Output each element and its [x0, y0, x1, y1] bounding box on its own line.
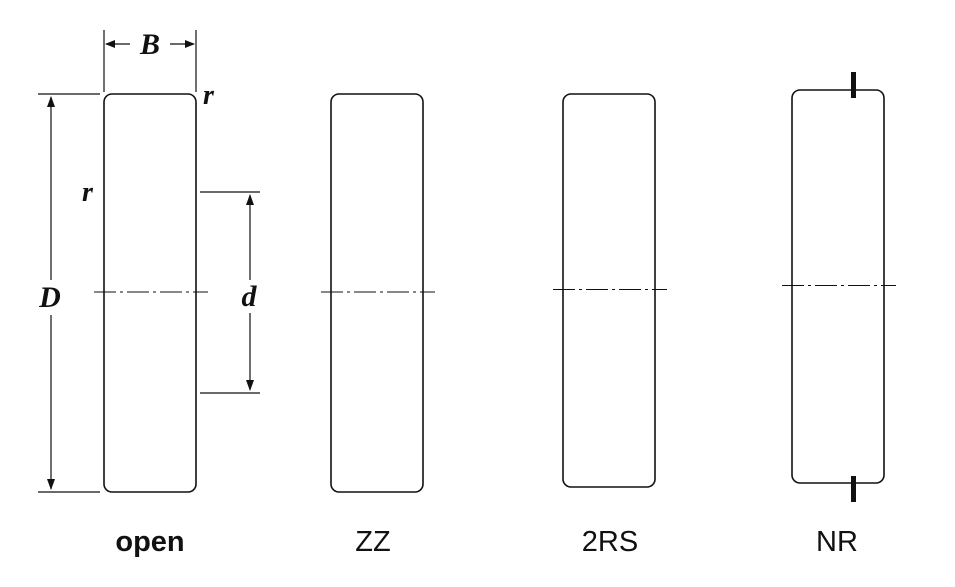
dim-label-B: B [139, 28, 160, 61]
dim-label-d: d [242, 280, 258, 313]
bearing-outline [103, 93, 197, 493]
bearing-outline [562, 93, 656, 488]
dim-label-D: D [38, 281, 61, 314]
caption-nr: NR [816, 526, 858, 558]
dimension-lines [38, 30, 260, 493]
bearing-outline [330, 93, 424, 493]
caption-zz: ZZ [355, 526, 391, 558]
caption-2rs: 2RS [581, 526, 639, 558]
snap-ring-bottom [851, 476, 856, 502]
bearing-nr [782, 72, 896, 502]
bearing-cross-sections [94, 72, 896, 502]
dim-label-r-top: r [203, 80, 215, 111]
dimension-arrowheads [47, 40, 254, 490]
bearing-zz [321, 93, 435, 493]
snap-ring-top [851, 72, 856, 98]
bearing-open [94, 93, 208, 493]
dim-label-r-left: r [82, 177, 94, 208]
caption-open: open [115, 526, 185, 558]
bearing-outline [791, 89, 885, 484]
bearing-2rs [553, 93, 667, 488]
